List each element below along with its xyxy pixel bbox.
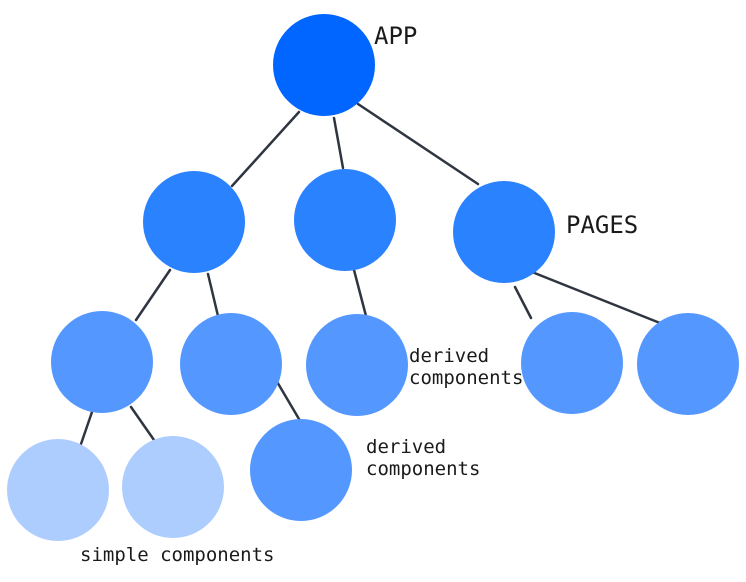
derived-label-2-line2: components — [366, 458, 480, 480]
simple-components-label: simple components — [80, 544, 274, 566]
level1-node-left — [143, 171, 245, 273]
simple-node-2 — [122, 436, 224, 538]
simple-node-1 — [7, 439, 109, 541]
edge-child1-gc2 — [206, 272, 220, 318]
level2-node-3 — [306, 314, 408, 416]
edge-gc1-simple1 — [79, 410, 94, 446]
edge-pages-gc5 — [530, 270, 662, 325]
derived-label-1-line1: derived — [409, 345, 489, 367]
edge-app-child1 — [230, 110, 301, 188]
edge-gc2-derived — [274, 378, 301, 421]
tree-labels: APP PAGES derived components derived com… — [80, 22, 638, 566]
tree-nodes — [7, 14, 739, 541]
pages-node — [453, 181, 555, 283]
derived-node-bottom — [250, 419, 352, 521]
edge-app-child2 — [332, 116, 345, 170]
pages-label: PAGES — [566, 211, 638, 239]
edge-child2-gc3 — [352, 268, 368, 318]
derived-label-2-line1: derived — [366, 436, 446, 458]
edge-child1-gc1 — [134, 268, 172, 322]
level1-node-middle — [294, 169, 396, 271]
level2-node-2 — [180, 313, 282, 415]
app-node — [273, 14, 375, 116]
edge-pages-gc4 — [513, 285, 533, 320]
derived-label-1-line2: components — [409, 367, 523, 389]
tree-edges — [79, 102, 662, 446]
edge-gc1-simple2 — [129, 405, 156, 442]
app-label: APP — [374, 22, 417, 50]
edge-app-pages — [356, 102, 480, 186]
level2-node-4 — [521, 312, 623, 414]
level2-node-5 — [637, 313, 739, 415]
level2-node-1 — [51, 311, 153, 413]
